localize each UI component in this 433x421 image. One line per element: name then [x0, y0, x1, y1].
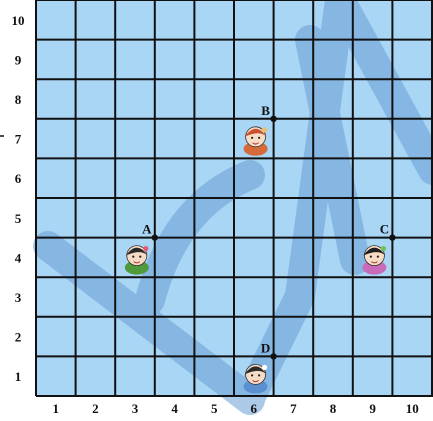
- x-tick-label: 5: [211, 401, 218, 416]
- x-tick-label: 4: [171, 401, 178, 416]
- child-with-flower-headband-icon: [124, 245, 149, 275]
- x-tick-label: 6: [251, 401, 258, 416]
- grid-lines: [35, 0, 433, 397]
- y-tick-label: 10: [12, 13, 25, 28]
- y-tick-label: 2: [15, 330, 22, 345]
- x-tick-label: 7: [290, 401, 297, 416]
- y-tick-label: 6: [15, 171, 22, 186]
- x-tick-label: 1: [53, 401, 60, 416]
- y-tick-label: 7: [15, 132, 22, 147]
- y-axis-labels: 1 2 3 4 5 6 7 8 9 10: [12, 13, 25, 384]
- y-tick-label: 1: [15, 369, 22, 384]
- point-marker: [151, 234, 158, 241]
- point-label: C: [380, 222, 389, 237]
- point-label: A: [142, 222, 152, 237]
- watermark: [33, 0, 433, 415]
- x-tick-label: 10: [406, 401, 419, 416]
- point-label: B: [261, 103, 270, 118]
- y-tick-label: 8: [15, 92, 22, 107]
- x-tick-label: 3: [132, 401, 139, 416]
- x-tick-label: 9: [369, 401, 376, 416]
- girl-with-headscarf-icon: [243, 126, 268, 156]
- x-tick-label: 2: [92, 401, 99, 416]
- y-tick-label: 5: [15, 211, 22, 226]
- point-marker: [270, 353, 277, 360]
- point-marker: [389, 234, 396, 241]
- x-axis-labels: 1 2 3 4 5 6 7 8 9 10: [53, 401, 419, 416]
- x-tick-label: 8: [330, 401, 337, 416]
- boy-icon: [243, 363, 268, 394]
- y-tick-label: 9: [15, 52, 22, 67]
- point-marker: [270, 115, 277, 123]
- y-tick-label: 3: [15, 290, 22, 305]
- smiling-girl-icon: [362, 245, 387, 275]
- point-label: D: [261, 340, 270, 355]
- points-layer: A B C D: [124, 103, 396, 394]
- y-tick-label: 4: [15, 250, 22, 265]
